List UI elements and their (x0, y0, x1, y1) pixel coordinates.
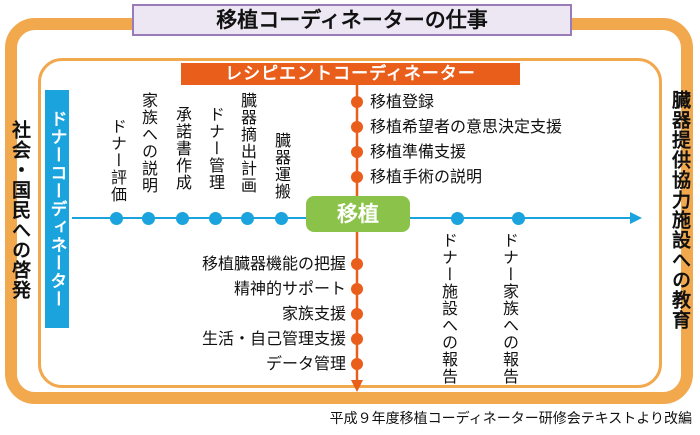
donor-step: ドナー管理 (206, 106, 225, 191)
donor-step: 家族への説明 (139, 92, 158, 194)
donor-coordinator-bar (45, 90, 69, 328)
right-side-label: 臓器提供協力施設への教育 (669, 90, 691, 330)
recipient-upper-item: 移植手術の説明 (370, 167, 483, 186)
recipient-task-dot (351, 358, 363, 370)
recipient-lower-item: 精神的サポート (233, 279, 346, 298)
recipient-upper-item: 移植登録 (370, 92, 435, 111)
recipient-timeline-arrowhead (351, 380, 363, 392)
recipient-lower-item: データ管理 (265, 354, 346, 373)
recipient-upper-item: 移植希望者の意思決定支援 (370, 117, 563, 136)
report-dot (512, 212, 525, 225)
recipient-task-dot (351, 171, 363, 183)
donor-timeline-arrowhead (630, 212, 642, 224)
source-note: 平成９年度移植コーディネーター研修会テキストより改編 (329, 411, 692, 427)
donor-step-dot (275, 212, 288, 225)
left-side-label: 社会・国民への啓発 (9, 120, 31, 300)
recipient-coordinator-label: レシピエントコーディネーター (181, 63, 520, 85)
recipient-upper-item: 移植準備支援 (370, 142, 467, 161)
donor-step-dot (142, 212, 155, 225)
transplant-box: 移植 (306, 196, 410, 232)
donor-step: 臓器運搬 (272, 132, 291, 200)
donor-coordinator-label: ドナーコーディネーター (46, 110, 67, 308)
donor-step-dot (110, 212, 123, 225)
recipient-task-dot (351, 258, 363, 270)
diagram-title: 移植コーディネーターの仕事 (132, 4, 572, 36)
recipient-task-dot (351, 308, 363, 320)
donor-step-dot (241, 212, 254, 225)
report-donor-family: ドナー家族への報告 (500, 232, 519, 385)
donor-step-dot (176, 212, 189, 225)
recipient-lower-item: 家族支援 (281, 304, 346, 323)
recipient-task-dot (351, 333, 363, 345)
report-dot (451, 212, 464, 225)
recipient-task-dot (351, 96, 363, 108)
recipient-task-dot (351, 146, 363, 158)
donor-step: 臓器摘出計画 (238, 92, 257, 194)
recipient-task-dot (351, 121, 363, 133)
recipient-task-dot (351, 283, 363, 295)
donor-step-dot (209, 212, 222, 225)
recipient-lower-item: 移植臓器機能の把握 (201, 254, 346, 273)
donor-step: ドナー評価 (108, 118, 127, 203)
report-donor-facility: ドナー施設への報告 (439, 232, 458, 385)
donor-step: 承諾書作成 (173, 106, 192, 191)
recipient-lower-item: 生活・自己管理支援 (201, 329, 346, 348)
